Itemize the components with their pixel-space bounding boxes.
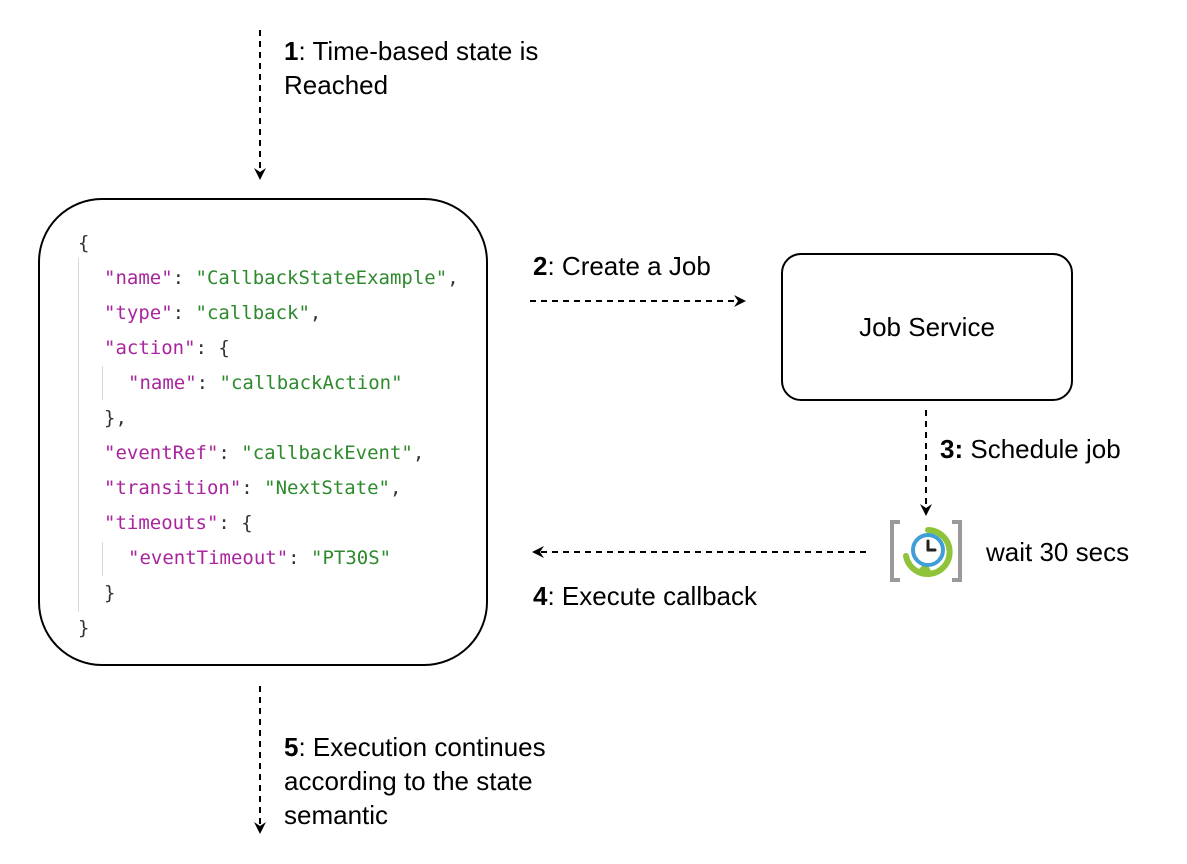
indent-guide — [78, 258, 79, 612]
code-line: "name": "callbackAction" — [128, 372, 403, 394]
step3-label: 3: Schedule job — [940, 432, 1121, 466]
code-punctuation: }, — [104, 407, 127, 429]
step4-label: 4: Execute callback — [533, 579, 757, 613]
step1-number: 1 — [284, 36, 299, 66]
code-line: } — [78, 613, 89, 643]
step2-text: : Create a Job — [547, 251, 711, 281]
code-key: "type" — [104, 302, 173, 324]
code-line: }, — [104, 403, 127, 433]
step5-text: : Execution continues — [298, 732, 546, 762]
step4-number: 4 — [533, 581, 548, 611]
code-string: "callbackAction" — [219, 372, 403, 394]
code-line: "type": "callback", — [104, 302, 322, 324]
code-string: "PT30S" — [311, 547, 392, 569]
code-punctuation: { — [78, 232, 90, 254]
timer-label: wait 30 secs — [986, 535, 1129, 569]
code-punctuation: } — [78, 617, 90, 639]
code-line: "action": { — [104, 337, 230, 359]
step2-number: 2 — [533, 251, 548, 281]
step5-text-line2: according to the state — [284, 766, 533, 796]
step1-text: : Time-based state is — [298, 36, 539, 66]
callback-state-box — [38, 198, 488, 666]
step5-text-line3: semantic — [284, 800, 389, 830]
code-line: "eventRef": "callbackEvent", — [104, 442, 425, 464]
step5-number: 5 — [284, 732, 299, 762]
code-line: { — [78, 228, 89, 258]
code-string: "NextState" — [264, 477, 391, 499]
code-string: "callbackEvent" — [241, 442, 413, 464]
code-line: "name": "CallbackStateExample", — [104, 267, 459, 289]
code-line: "eventTimeout": "PT30S" — [128, 547, 392, 569]
step1-label: 1: Time-based state is Reached — [284, 34, 538, 102]
indent-guide — [102, 366, 103, 400]
code-key: "name" — [104, 267, 173, 289]
code-key: "transition" — [104, 477, 242, 499]
step5-label: 5: Execution continues according to the … — [284, 730, 546, 832]
clock-timer-icon — [890, 520, 962, 582]
step3-text: Schedule job — [963, 434, 1121, 464]
step2-label: 2: Create a Job — [533, 249, 711, 283]
code-key: "eventTimeout" — [128, 547, 289, 569]
job-service-title: Job Service — [859, 311, 995, 342]
step4-text: : Execute callback — [547, 581, 758, 611]
code-line: "transition": "NextState", — [104, 477, 402, 499]
code-key: "name" — [128, 372, 197, 394]
step3-number: 3: — [940, 434, 964, 464]
step1-text-line2: Reached — [284, 70, 389, 100]
code-string: "callback" — [195, 302, 310, 324]
code-string: "CallbackStateExample" — [195, 267, 448, 289]
code-punctuation: } — [104, 582, 116, 604]
timer-text: wait 30 secs — [986, 537, 1130, 567]
code-line: } — [104, 578, 115, 608]
code-key: "eventRef" — [104, 442, 219, 464]
code-key: "timeouts" — [104, 512, 219, 534]
code-line: "timeouts": { — [104, 512, 253, 534]
indent-guide — [102, 542, 103, 576]
code-key: "action" — [104, 337, 196, 359]
job-service-box: Job Service — [781, 253, 1073, 401]
